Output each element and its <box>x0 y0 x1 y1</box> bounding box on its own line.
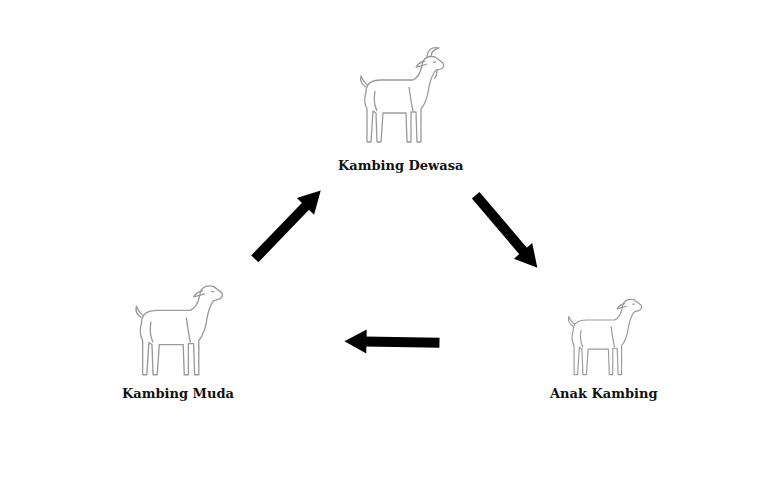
goat-outline <box>617 303 627 308</box>
goat-outline <box>374 91 377 111</box>
arrow-head <box>297 190 321 214</box>
stage-label: Kambing Muda <box>118 386 238 401</box>
arrow-head <box>514 243 537 268</box>
goat-outline <box>140 286 222 375</box>
goat-outline <box>434 69 437 79</box>
goat-outline <box>150 322 153 343</box>
goat-outline <box>568 317 575 327</box>
arrow-head <box>344 330 366 354</box>
goat-outline <box>632 304 635 305</box>
cycle-arrow <box>344 330 439 354</box>
stage-node: Anak Kambing <box>546 290 662 401</box>
stage-node: Kambing Dewasa <box>334 42 467 173</box>
goat-drawing <box>351 42 451 152</box>
goat-outline <box>409 87 413 111</box>
cycle-arrow <box>476 195 538 267</box>
goat-outline <box>136 306 144 317</box>
stage-label: Kambing Dewasa <box>334 158 467 173</box>
stage-label: Anak Kambing <box>546 386 662 401</box>
goat-outline <box>211 291 214 292</box>
goat-outline <box>427 48 439 57</box>
goat-outline <box>580 330 582 348</box>
arrow-shaft <box>255 205 307 259</box>
goat-outline <box>194 291 205 297</box>
goat-outline <box>360 76 367 87</box>
goat-drawing <box>560 290 648 380</box>
goat-outline <box>416 61 427 67</box>
cycle-arrow <box>255 190 321 258</box>
goat-outline <box>572 299 641 374</box>
goat-outline <box>364 57 443 143</box>
goat-outline <box>611 326 615 347</box>
goat-outline <box>186 318 190 343</box>
goat-drawing <box>123 276 233 380</box>
arrow-shaft <box>476 195 525 252</box>
arrow-shaft <box>364 342 439 343</box>
stage-node: Kambing Muda <box>118 276 238 401</box>
goat-outline <box>433 61 436 62</box>
